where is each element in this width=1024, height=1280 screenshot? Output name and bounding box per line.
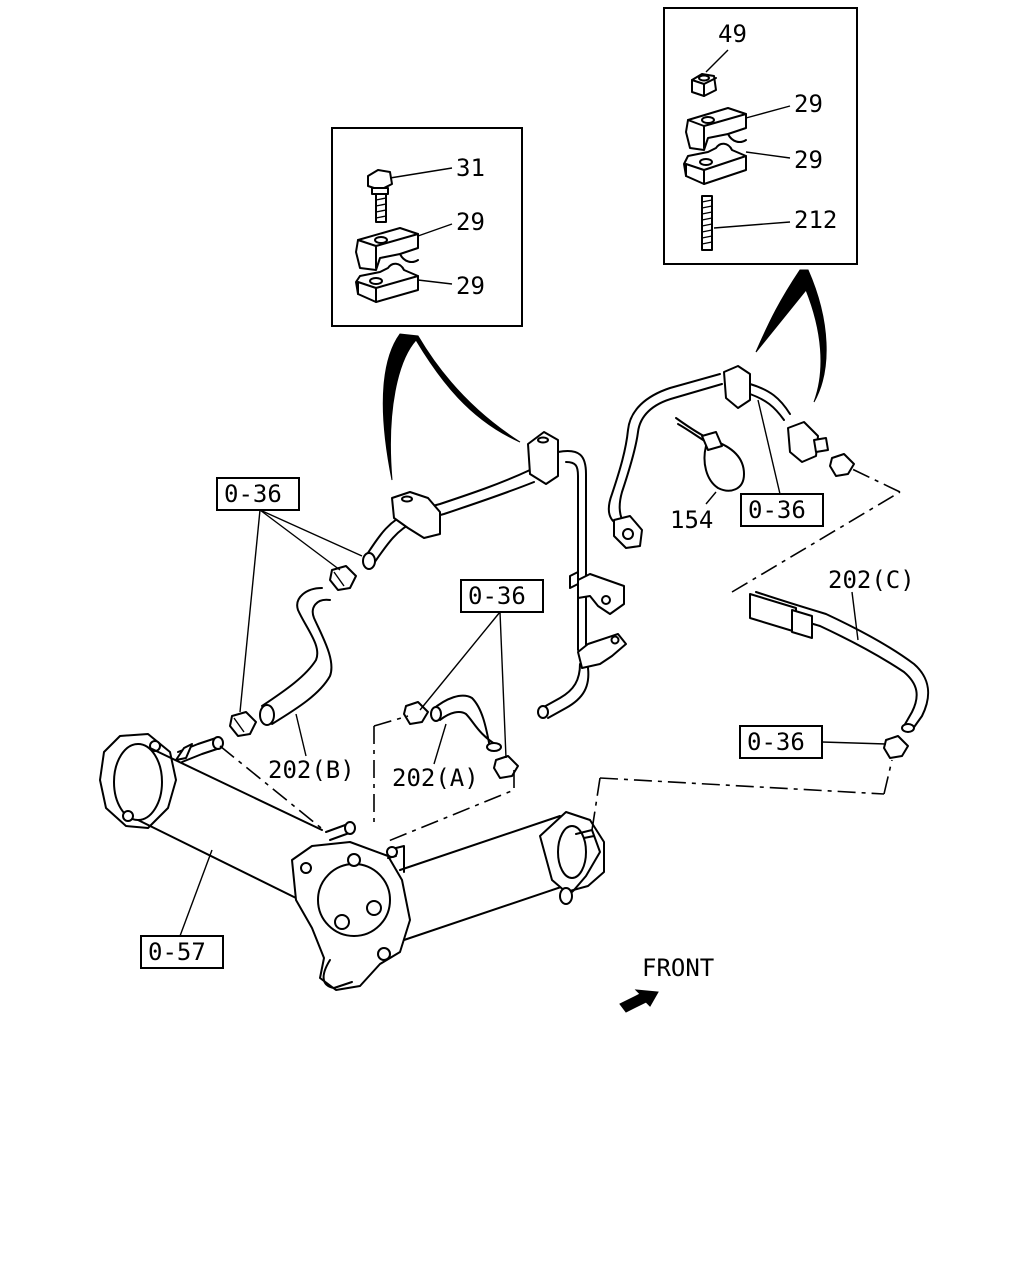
pipe-fitting-right bbox=[787, 421, 819, 463]
ref-box-cooler[interactable]: 0-57 bbox=[140, 935, 224, 969]
leader-49 bbox=[705, 49, 729, 73]
label-hose-202c: 202(C) bbox=[828, 566, 915, 594]
band-154-drawing bbox=[675, 417, 745, 492]
callout-spike-right bbox=[755, 269, 827, 403]
leader-29-upper bbox=[417, 223, 453, 237]
clamp-29-lower-drawing bbox=[355, 262, 419, 303]
inset-left: 31 29 29 bbox=[331, 127, 523, 327]
pipe-clamp-left bbox=[391, 491, 441, 539]
label-nut-49: 49 bbox=[718, 20, 747, 48]
pipe-bracket-mid bbox=[577, 573, 625, 615]
leader-band-154 bbox=[705, 491, 717, 505]
ref-box-left-clamps[interactable]: 0-36 bbox=[216, 477, 300, 511]
label-stud-212: 212 bbox=[794, 206, 837, 234]
leader-29-upper-right bbox=[745, 105, 791, 119]
cooler-nipple-left bbox=[175, 736, 224, 763]
hose-clamp-c-lower bbox=[883, 735, 909, 759]
label-clamp-29-lower-left: 29 bbox=[456, 272, 485, 300]
ref-leaders bbox=[179, 399, 887, 937]
label-clamp-29-upper-right: 29 bbox=[794, 90, 823, 118]
stud-212-drawing bbox=[701, 195, 713, 251]
nut-49-drawing bbox=[691, 73, 717, 97]
clamp-29-upper-drawing bbox=[355, 227, 419, 271]
ref-right-clamps-text: 0-36 bbox=[748, 496, 806, 524]
hose-202c-drawing bbox=[749, 591, 930, 733]
hose-clamp-c-upper bbox=[829, 453, 855, 477]
hose-clamp-a-lower bbox=[493, 755, 519, 779]
hose-202b-drawing bbox=[259, 587, 333, 726]
ref-box-right-clamps[interactable]: 0-36 bbox=[740, 493, 824, 527]
label-clamp-29-lower-right: 29 bbox=[794, 146, 823, 174]
ref-left-clamps-text: 0-36 bbox=[224, 480, 282, 508]
front-arrow-icon bbox=[619, 989, 659, 1013]
front-label: FRONT bbox=[642, 954, 714, 982]
leader-29-lower bbox=[417, 279, 453, 285]
pipe-clamp-upper-right bbox=[723, 365, 751, 409]
pipe-upper-right bbox=[607, 365, 829, 549]
leader-hose-202c bbox=[851, 591, 859, 641]
ref-box-center-clamps[interactable]: 0-36 bbox=[460, 579, 544, 613]
label-hose-202a: 202(A) bbox=[392, 764, 479, 792]
label-bolt-31: 31 bbox=[456, 154, 485, 182]
pipe-clamp-right bbox=[527, 431, 559, 485]
inset-right: 49 29 29 212 bbox=[663, 7, 858, 265]
ref-box-lower-right-clamp[interactable]: 0-36 bbox=[739, 725, 823, 759]
label-clamp-29-upper-left: 29 bbox=[456, 208, 485, 236]
ref-lower-right-clamp-text: 0-36 bbox=[747, 728, 805, 756]
pipe-upper-left bbox=[362, 431, 627, 719]
leader-212 bbox=[713, 221, 791, 229]
ref-cooler-text: 0-57 bbox=[148, 938, 206, 966]
bolt-31-drawing bbox=[367, 169, 393, 223]
clamp-29-upper-right-drawing bbox=[685, 107, 747, 151]
callout-spike-left bbox=[382, 333, 521, 481]
egr-cooler-drawing bbox=[99, 733, 605, 991]
hose-202a-drawing bbox=[430, 694, 502, 752]
label-hose-202b: 202(B) bbox=[268, 756, 355, 784]
leader-hose-202a bbox=[433, 723, 447, 765]
routing-lines bbox=[219, 467, 901, 843]
leader-hose-202b bbox=[295, 713, 307, 757]
hose-clamp-b-lower bbox=[229, 711, 257, 737]
ref-center-clamps-text: 0-36 bbox=[468, 582, 526, 610]
hose-clamp-b-upper bbox=[329, 565, 357, 591]
label-band-154: 154 bbox=[670, 506, 713, 534]
leader-29-lower-right bbox=[745, 151, 791, 159]
leader-31 bbox=[389, 167, 453, 179]
clamp-29-lower-right-drawing bbox=[683, 142, 747, 185]
